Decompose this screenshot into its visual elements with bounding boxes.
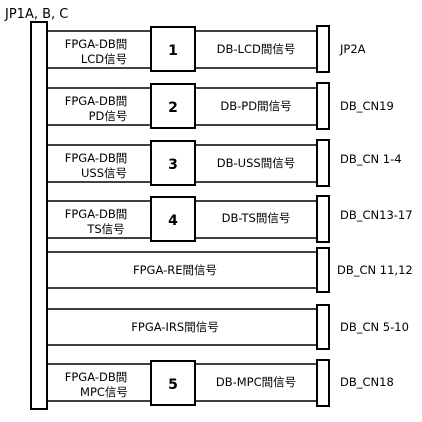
block-1-number: 1	[168, 43, 178, 59]
row-3-signal-label: DB-USS間信号	[217, 156, 295, 170]
block-5	[150, 360, 196, 406]
row-4-signal-label: DB-TS間信号	[222, 211, 291, 225]
signal-row-5: FPGA-RE間信号 DB_CN 11,12	[47, 247, 413, 293]
connector-2	[316, 82, 330, 130]
row-3-label-line2: USS信号	[81, 166, 127, 180]
connector-5-label: DB_CN 11,12	[337, 263, 413, 277]
connector-3	[316, 139, 330, 187]
left-connector-bar	[30, 21, 48, 410]
signal-row-4: FPGA-DB間 TS信号 4 DB-TS間信号 DB_CN13-17	[47, 195, 413, 243]
block-4-number: 4	[168, 213, 178, 229]
row-2-signal-label: DB-PD間信号	[220, 99, 291, 113]
connector-4	[316, 195, 330, 243]
connector-6-label: DB_CN 5-10	[340, 320, 409, 334]
connector-1-label: JP2A	[339, 42, 366, 56]
block-3-number: 3	[168, 157, 178, 173]
connector-3-label: DB_CN 1-4	[340, 152, 402, 166]
left-connector-label: JP1A, B, C	[4, 7, 68, 22]
row-5-center-label: FPGA-RE間信号	[133, 263, 217, 277]
connector-4-label: DB_CN13-17	[340, 208, 413, 222]
connector-2-label: DB_CN19	[340, 99, 394, 113]
signal-row-7: FPGA-DB間 MPC信号 5 DB-MPC間信号 DB_CN18	[47, 359, 394, 407]
row-7-label-line1: FPGA-DB間	[65, 370, 127, 384]
connector-5	[316, 247, 330, 293]
connector-7	[316, 359, 330, 407]
connector-7-label: DB_CN18	[340, 375, 394, 389]
block-1	[150, 26, 196, 72]
row-1-label-line1: FPGA-DB間	[65, 37, 127, 51]
row-1-signal-label: DB-LCD間信号	[217, 42, 296, 56]
block-2	[150, 83, 196, 129]
connector-1	[316, 25, 330, 73]
row-4-label-line2: TS信号	[86, 222, 124, 236]
block-2-number: 2	[168, 100, 178, 116]
block-5-number: 5	[168, 377, 178, 393]
signal-row-2: FPGA-DB間 PD信号 2 DB-PD間信号 DB_CN19	[47, 82, 394, 130]
connector-6	[316, 304, 330, 350]
row-6-center-label: FPGA-IRS間信号	[131, 320, 218, 334]
block-3	[150, 140, 196, 186]
row-4-label-line1: FPGA-DB間	[65, 207, 127, 221]
row-2-label-line1: FPGA-DB間	[65, 94, 127, 108]
signal-row-6: FPGA-IRS間信号 DB_CN 5-10	[47, 304, 409, 350]
row-7-label-line2: MPC信号	[80, 385, 128, 399]
row-2-label-line2: PD信号	[89, 109, 128, 123]
row-3-label-line1: FPGA-DB間	[65, 151, 127, 165]
signal-row-3: FPGA-DB間 USS信号 3 DB-USS間信号 DB_CN 1-4	[47, 139, 402, 187]
block-4	[150, 196, 196, 242]
signal-row-1: FPGA-DB間 LCD信号 1 DB-LCD間信号 JP2A	[47, 25, 366, 73]
row-7-signal-label: DB-MPC間信号	[216, 375, 296, 389]
row-1-label-line2: LCD信号	[81, 52, 127, 66]
